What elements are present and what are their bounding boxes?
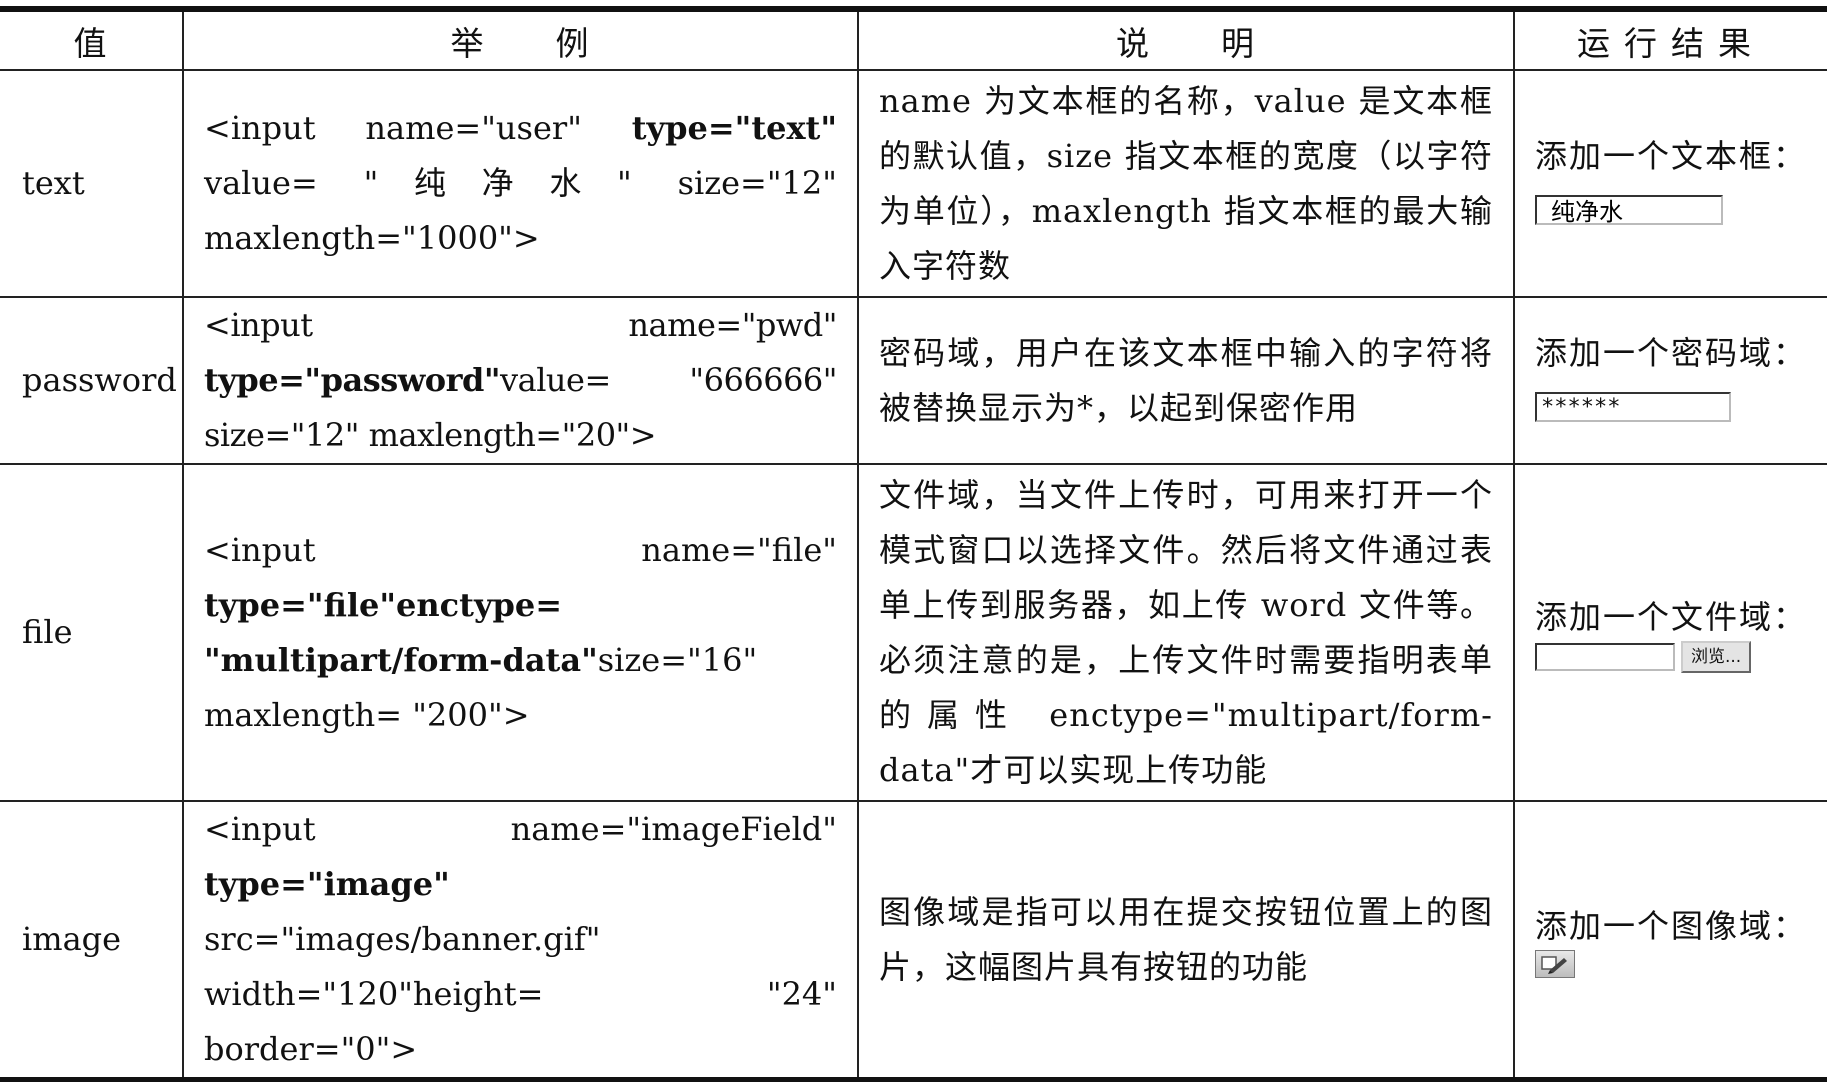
result-label: 添加一个图像域： (1535, 906, 1808, 945)
header-example: 举 例 (182, 6, 859, 71)
row-result: 添加一个密码域： ****** (1513, 296, 1827, 465)
row-example: <input name="pwd" type="password"value= … (182, 296, 859, 465)
header-value: 值 (0, 6, 184, 71)
row-value: image (0, 800, 184, 1082)
password-input-demo[interactable]: ****** (1535, 391, 1731, 422)
result-label: 添加一个文件域： (1535, 597, 1808, 636)
row-value: password (0, 296, 184, 465)
table-row: text <input name="user" type="text" valu… (0, 69, 1827, 298)
row-result: 添加一个文本框： 纯净水 (1513, 69, 1827, 298)
input-type-table: 值 举 例 说 明 运行结果 text <input name="user" t… (0, 6, 1827, 1082)
row-result: 添加一个图像域： (1513, 800, 1827, 1082)
row-example: <input name="user" type="text" value= "纯… (182, 69, 859, 298)
header-description: 说 明 (857, 6, 1515, 71)
file-input-demo: 浏览... (1535, 640, 1826, 673)
row-example: <input name="file" type="file"enctype= "… (182, 463, 859, 802)
table-row: file <input name="file" type="file"encty… (0, 463, 1827, 802)
row-description: 文件域，当文件上传时，可用来打开一个模式窗口以选择文件。然后将文件通过表单上传到… (857, 463, 1515, 802)
row-value: file (0, 463, 184, 802)
row-result: 添加一个文件域： 浏览... (1513, 463, 1827, 802)
result-label: 添加一个密码域： (1535, 334, 1808, 372)
text-input-demo[interactable]: 纯净水 (1535, 194, 1723, 226)
header-row: 值 举 例 说 明 运行结果 (0, 6, 1827, 71)
result-label: 添加一个文本框： (1535, 137, 1808, 175)
row-description: name 为文本框的名称，value 是文本框的默认值，size 指文本框的宽度… (857, 69, 1515, 298)
image-button-demo[interactable] (1535, 949, 1575, 978)
row-example: <input name="imageField" type="image" sr… (182, 800, 859, 1082)
browse-button[interactable]: 浏览... (1681, 640, 1752, 673)
table-row: password <input name="pwd" type="passwor… (0, 296, 1827, 465)
header-result: 运行结果 (1513, 6, 1827, 71)
row-description: 密码域，用户在该文本框中输入的字符将被替换显示为*，以起到保密作用 (857, 296, 1515, 465)
row-description: 图像域是指可以用在提交按钮位置上的图片，这幅图片具有按钮的功能 (857, 800, 1515, 1082)
file-path-field[interactable] (1535, 642, 1675, 671)
pencil-icon (1541, 955, 1567, 974)
table-row: image <input name="imageField" type="ima… (0, 800, 1827, 1082)
row-value: text (0, 69, 184, 298)
